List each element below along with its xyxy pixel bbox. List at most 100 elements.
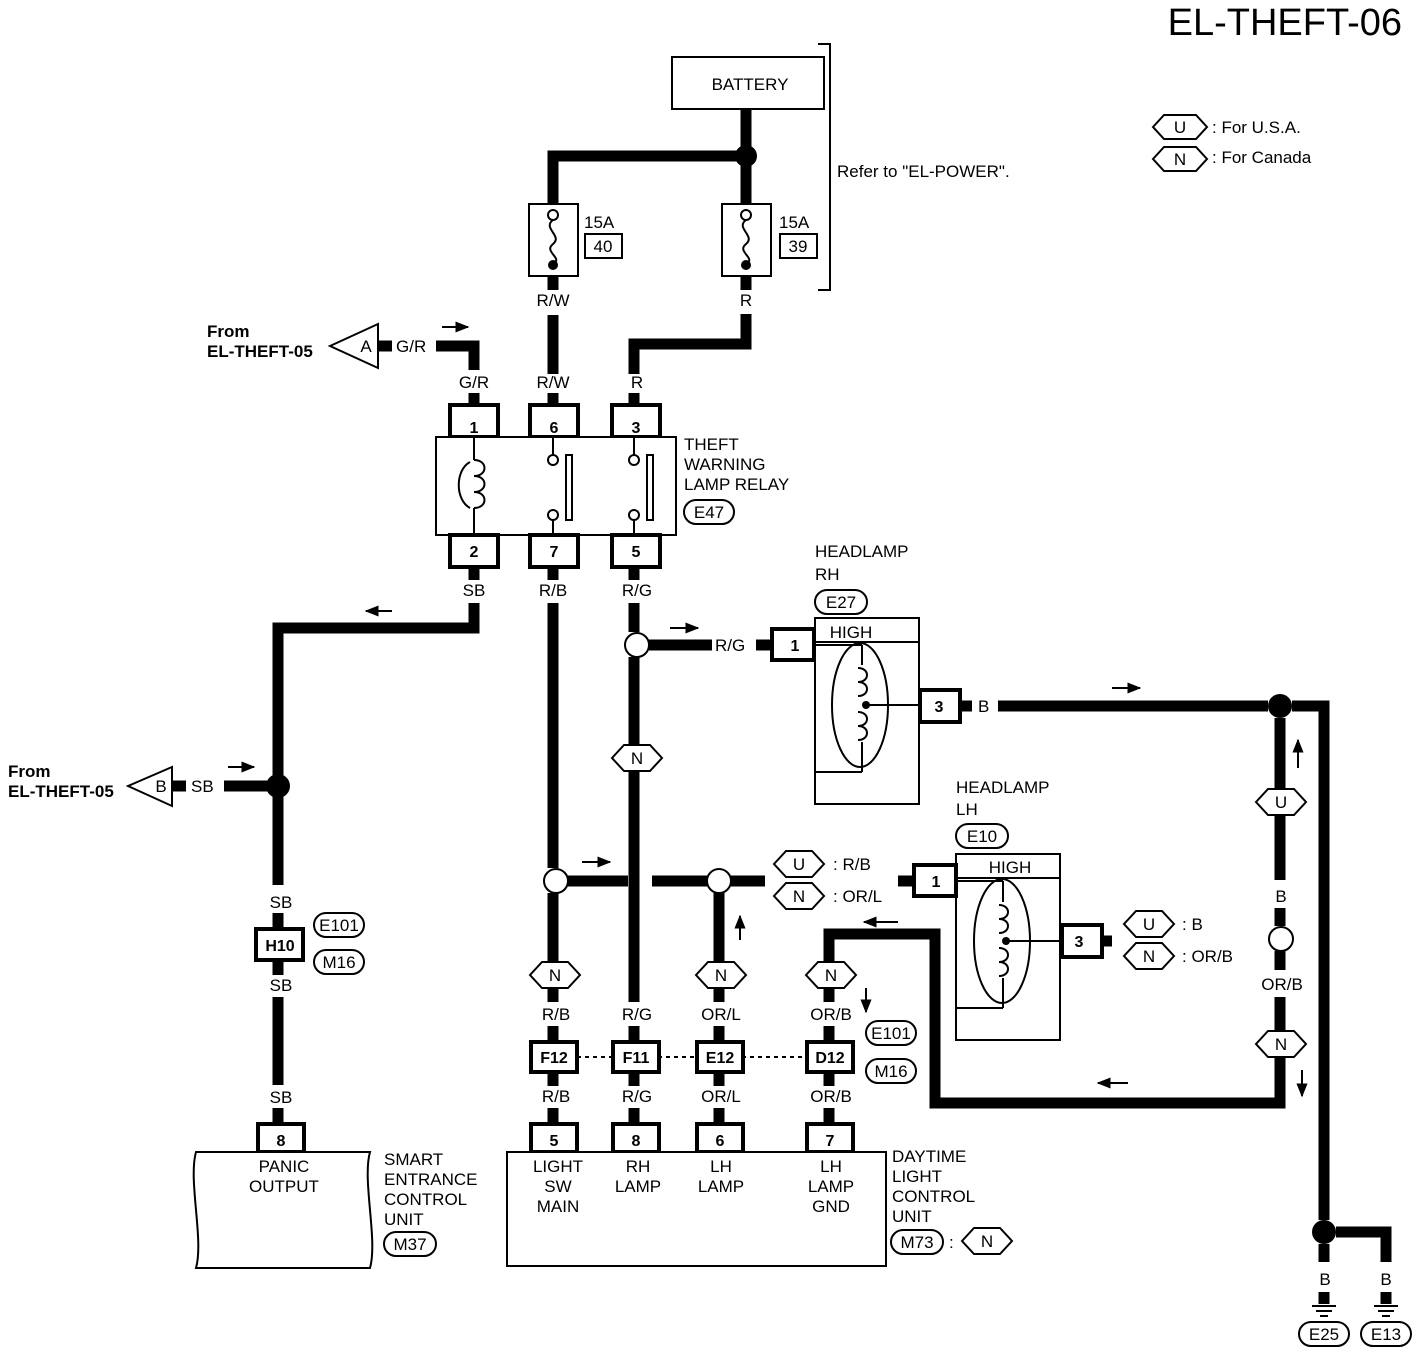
- dtl-market-tag: N: [960, 1227, 1014, 1255]
- ground-e25: E25: [1298, 1292, 1350, 1347]
- joint-d12: D12: [805, 1040, 855, 1074]
- relay-label-1: THEFT: [684, 435, 739, 454]
- from-b-line1: From: [8, 762, 51, 781]
- page-title: EL-THEFT-06: [1168, 2, 1402, 44]
- from-a-line2: EL-THEFT-05: [207, 342, 313, 361]
- relay-wire-top-6: R/W: [536, 373, 569, 392]
- dtl-market-prefix: :: [949, 1233, 954, 1252]
- joint-e12: E12: [695, 1040, 745, 1074]
- relay-pin-2: 2: [470, 544, 479, 561]
- dtl-term-6-line1: LH: [710, 1157, 732, 1176]
- market-tag-n-rb: N: [528, 961, 582, 989]
- lh-connector-tag: E10: [955, 823, 1009, 849]
- ground-junction: [1312, 1220, 1336, 1244]
- from-a-line1: From: [207, 322, 250, 341]
- smart-entrance-unit: 8 PANIC OUTPUT: [192, 1122, 374, 1269]
- joint-d12-code: D12: [815, 1050, 844, 1067]
- relay-label-3: LAMP RELAY: [684, 475, 789, 494]
- dtl-label-3: CONTROL: [892, 1187, 975, 1206]
- relay-pin-3: 3: [632, 420, 641, 437]
- ground-e25-connector: E25: [1309, 1325, 1339, 1344]
- dtl-term-7-line1: LH: [820, 1157, 842, 1176]
- fuse-39-rating: 15A: [779, 213, 810, 232]
- wire-fuse40: R/W: [536, 291, 569, 310]
- legend-canada-text: : For Canada: [1212, 148, 1312, 167]
- ground-e13: E13: [1360, 1292, 1412, 1347]
- dtl-term-7-line3: GND: [812, 1197, 850, 1216]
- lh-beam: HIGH: [989, 858, 1032, 877]
- lh-in-canada: N : OR/L: [772, 882, 882, 910]
- market-tag-n-rg-text: N: [631, 749, 643, 768]
- orl-splice: [706, 868, 732, 894]
- relay-e47: [435, 403, 677, 569]
- h10-wire-bottom: SB: [270, 976, 293, 995]
- relay-connector-tag: E47: [683, 499, 735, 525]
- fuse-40-number: 40: [594, 237, 613, 256]
- from-a-connector: A: [360, 337, 372, 356]
- joint-row-conn-top: E101: [871, 1024, 911, 1043]
- dtl-connector: M73: [900, 1233, 933, 1252]
- h10-conn-bottom: M16: [322, 953, 355, 972]
- rh-ground-junction: [1268, 694, 1292, 718]
- from-b-connector: B: [155, 777, 166, 796]
- rh-label-2: RH: [815, 565, 840, 584]
- dtl-connector-tag: M73: [890, 1229, 944, 1255]
- rh-beam: HIGH: [830, 623, 873, 642]
- dtl-term-6-line2: LAMP: [698, 1177, 744, 1196]
- relay-connector: E47: [694, 503, 724, 522]
- market-tag-n-ground-text: N: [1275, 1035, 1287, 1054]
- rh-label-1: HEADLAMP: [815, 542, 909, 561]
- wire-fuse39: R: [740, 291, 752, 310]
- lh-in-usa-wire: : R/B: [833, 855, 871, 874]
- lh-in-canada-tag: N: [793, 887, 805, 906]
- h10-conn-m16: M16: [313, 949, 365, 975]
- lh-label-1: HEADLAMP: [956, 778, 1050, 797]
- joint-f11-code: F11: [623, 1050, 650, 1067]
- joint-wire-below-f11: R/G: [622, 1087, 652, 1106]
- ground-e13-wire: B: [1380, 1270, 1391, 1289]
- smart-connector-tag: M37: [383, 1231, 437, 1257]
- dtl-term-8-line2: LAMP: [615, 1177, 661, 1196]
- legend-usa-code: U: [1174, 118, 1186, 137]
- fuse-40: 15A 40: [528, 203, 623, 277]
- joint-row-conn-m16: M16: [865, 1058, 917, 1084]
- market-tag-n-rg: N: [610, 744, 664, 772]
- dtl-pin-8: 8: [632, 1133, 641, 1150]
- smart-terminal-1: PANIC: [259, 1157, 310, 1176]
- h10-conn-top: E101: [319, 916, 359, 935]
- relay-pin-5: 5: [632, 544, 641, 561]
- lh-out-usa: U : B: [1122, 910, 1203, 938]
- h10-code: H10: [265, 938, 294, 955]
- joint-wire-above-f11: R/G: [622, 1005, 652, 1024]
- market-tag-n-orb: N: [804, 961, 858, 989]
- market-tag-n-orl: N: [694, 961, 748, 989]
- lh-label-2: LH: [956, 800, 978, 819]
- joint-wire-below-f12: R/B: [542, 1087, 570, 1106]
- dtl-label-1: DAYTIME: [892, 1147, 966, 1166]
- joint-e12-code: E12: [706, 1050, 735, 1067]
- fuse-40-rating: 15A: [584, 213, 615, 232]
- legend-canada-code: N: [1174, 150, 1186, 169]
- smart-label-1: SMART: [384, 1150, 443, 1169]
- dtl-pin-5: 5: [550, 1133, 559, 1150]
- joint-row-conn-e101: E101: [865, 1020, 917, 1046]
- from-a-arrow-tag: A: [327, 322, 379, 370]
- rb-splice: [543, 868, 569, 894]
- joint-wire-above-f12: R/B: [542, 1005, 570, 1024]
- dtl-market-tag-text: N: [981, 1232, 993, 1251]
- rh-wire-out: B: [978, 697, 989, 716]
- dtl-term-7-line2: LAMP: [808, 1177, 854, 1196]
- dtl-term-5-line2: SW: [544, 1177, 571, 1196]
- joint-wire-above-e12: OR/L: [701, 1005, 741, 1024]
- h10-wire-top: SB: [270, 893, 293, 912]
- smart-pin: 8: [277, 1133, 286, 1150]
- joint-row-conn-bottom: M16: [874, 1062, 907, 1081]
- lh-out-canada-wire: : OR/B: [1182, 947, 1233, 966]
- dtl-pin-7: 7: [826, 1133, 835, 1150]
- battery: BATTERY: [671, 56, 825, 110]
- fuse-39-number: 39: [789, 237, 808, 256]
- joint-f12-code: F12: [540, 1050, 568, 1067]
- dtl-term-5-line1: LIGHT: [533, 1157, 583, 1176]
- battery-label: BATTERY: [712, 75, 789, 94]
- refer-note: Refer to "EL-POWER".: [837, 162, 1010, 181]
